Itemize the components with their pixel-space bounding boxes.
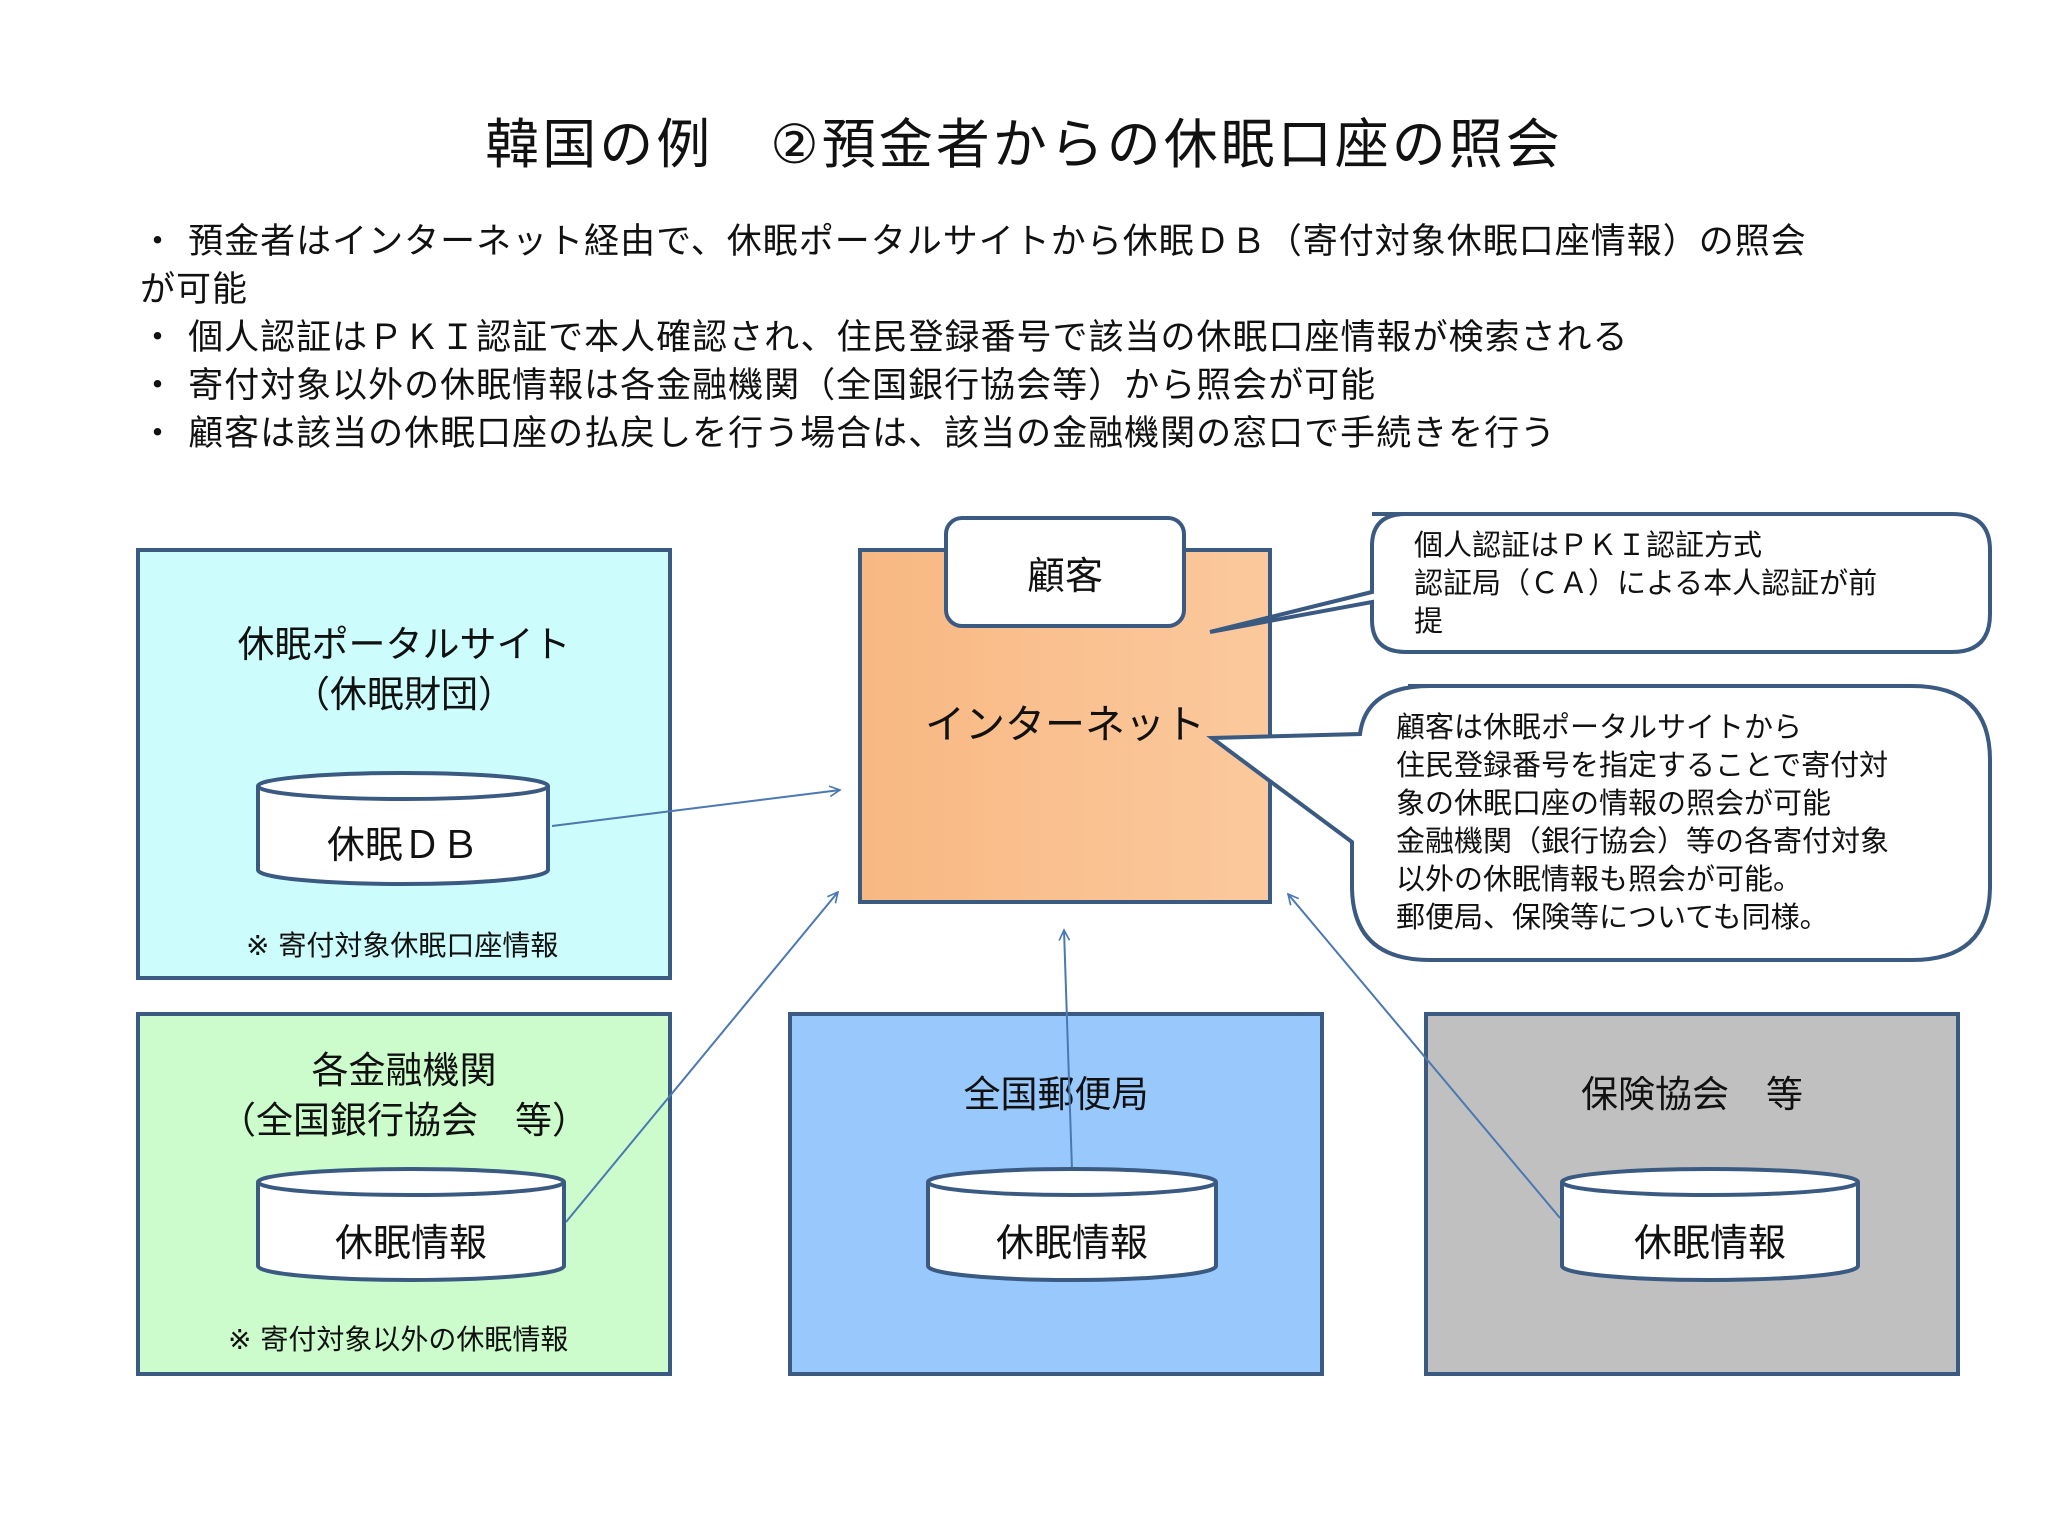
auth-callout-text: 個人認証はＰＫＩ認証方式 認証局（ＣＡ）による本人認証が前 提 bbox=[1414, 526, 1877, 640]
finance-title-line1: 各金融機関 bbox=[311, 1049, 497, 1092]
callout-line: 金融機関（銀行協会）等の各寄付対象 bbox=[1396, 824, 1890, 858]
portal-db-label: 休眠ＤＢ bbox=[326, 823, 479, 867]
database-icon bbox=[1560, 1167, 1860, 1282]
internet-label: インターネット bbox=[925, 702, 1205, 748]
auth-callout-bubble bbox=[1209, 512, 1992, 654]
finance-title: 各金融機関 （全国銀行協会 等） bbox=[136, 1046, 672, 1146]
callout-line: 提 bbox=[1414, 604, 1444, 638]
arrow-post-to-internet bbox=[1064, 930, 1073, 1171]
bullet-item: ・ 預金者はインターネット経由で、休眠ポータルサイトから休眠ＤＢ（寄付対象休眠口… bbox=[140, 222, 1807, 262]
callout-line: 個人認証はＰＫＩ認証方式 bbox=[1414, 528, 1763, 562]
portal-note: ※ 寄付対象休眠口座情報 bbox=[246, 929, 559, 962]
arrow-insurance-to-internet bbox=[1288, 894, 1561, 1219]
portal-title-line2: （休眠財団） bbox=[293, 673, 515, 716]
post-db-cylinder: 休眠情報 bbox=[926, 1166, 1218, 1282]
bullet-item: が可能 bbox=[140, 270, 249, 310]
callout-line: 認証局（ＣＡ）による本人認証が前 bbox=[1414, 566, 1878, 600]
bullet-item: ・ 個人認証はＰＫＩ認証で本人確認され、住民登録番号で該当の休眠口座情報が検索さ… bbox=[140, 318, 1629, 358]
arrow-finance-to-internet bbox=[565, 892, 838, 1223]
finance-db-cylinder: 休眠情報 bbox=[256, 1166, 566, 1282]
finance-note: ※ 寄付対象以外の休眠情報 bbox=[228, 1323, 569, 1356]
portal-site-box bbox=[136, 548, 672, 980]
insurance-title: 保険協会 等 bbox=[1581, 1073, 1803, 1116]
callout-line: 顧客は休眠ポータルサイトから bbox=[1396, 710, 1803, 744]
insurance-db-cylinder: 休眠情報 bbox=[1560, 1166, 1860, 1282]
bullet-list: ・ 預金者はインターネット経由で、休眠ポータルサイトから休眠ＤＢ（寄付対象休眠口… bbox=[140, 218, 2000, 458]
page-title: 韓国の例 ②預金者からの休眠口座の照会 bbox=[485, 113, 1563, 176]
finance-title-line2: （全国銀行協会 等） bbox=[219, 1099, 589, 1142]
callout-line: 郵便局、保険等についても同様。 bbox=[1396, 900, 1829, 934]
callout-line: 象の休眠口座の情報の照会が可能 bbox=[1396, 786, 1832, 820]
customer-badge: 顧客 bbox=[944, 516, 1186, 628]
portal-title-line1: 休眠ポータルサイト bbox=[237, 623, 571, 666]
insurance-db-label: 休眠情報 bbox=[1633, 1221, 1786, 1265]
callout-line: 住民登録番号を指定することで寄付対 bbox=[1396, 748, 1889, 782]
lookup-callout-bubble bbox=[1206, 684, 1992, 962]
finance-db-label: 休眠情報 bbox=[334, 1221, 487, 1265]
arrow-portal-to-internet bbox=[551, 790, 840, 827]
database-icon bbox=[256, 1167, 566, 1282]
bullet-item: ・ 顧客は該当の休眠口座の払戻しを行う場合は、該当の金融機関の窓口で手続きを行う bbox=[140, 414, 1557, 454]
database-icon bbox=[256, 771, 550, 886]
database-icon bbox=[926, 1167, 1218, 1282]
portal-db-cylinder: 休眠ＤＢ bbox=[256, 770, 550, 886]
bullet-item: ・ 寄付対象以外の休眠情報は各金融機関（全国銀行協会等）から照会が可能 bbox=[140, 366, 1377, 406]
lookup-callout-text: 顧客は休眠ポータルサイトから 住民登録番号を指定することで寄付対 象の休眠口座の… bbox=[1396, 708, 1889, 936]
portal-title: 休眠ポータルサイト （休眠財団） bbox=[136, 620, 672, 720]
post-db-label: 休眠情報 bbox=[995, 1221, 1148, 1265]
post-office-title: 全国郵便局 bbox=[963, 1073, 1149, 1116]
callout-line: 以外の休眠情報も照会が可能。 bbox=[1396, 862, 1803, 896]
